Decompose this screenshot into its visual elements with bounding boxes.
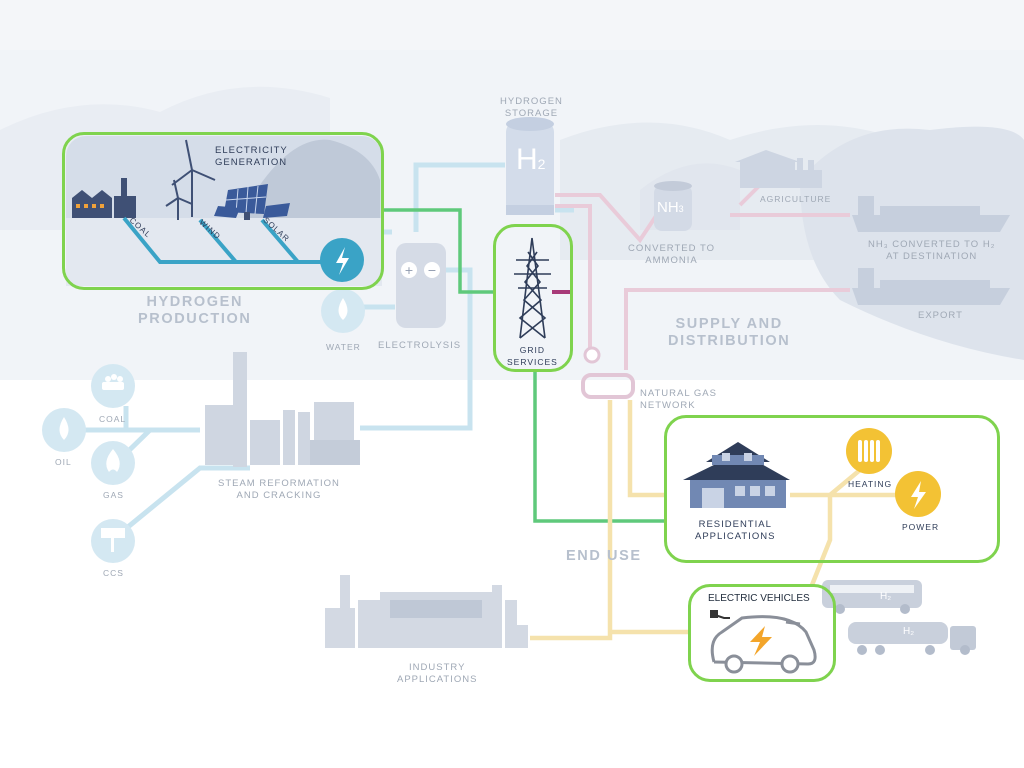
electric-vehicles-highlight[interactable] bbox=[688, 584, 836, 682]
ccs-source-icon bbox=[91, 519, 135, 563]
end-use-heading: END USE bbox=[566, 548, 642, 564]
water-label: WATER bbox=[326, 342, 361, 352]
truck-h2-label: H₂ bbox=[903, 626, 915, 637]
industry-applications-label: INDUSTRY APPLICATIONS bbox=[397, 662, 478, 685]
tanker-truck bbox=[848, 622, 976, 655]
bus bbox=[822, 580, 922, 614]
gas-pipes bbox=[530, 400, 900, 641]
grid-lines bbox=[384, 208, 665, 523]
ammonia-pipes bbox=[555, 183, 850, 370]
export-label: EXPORT bbox=[918, 310, 963, 321]
power-icon bbox=[895, 471, 941, 517]
electricity-generation-highlight[interactable] bbox=[62, 132, 384, 290]
steam-reformation-label: STEAM REFORMATION AND CRACKING bbox=[218, 478, 340, 501]
ccs-label: CCS bbox=[103, 568, 124, 578]
grid-services-label: GRID SERVICES bbox=[507, 345, 558, 367]
gas-source-icon bbox=[91, 441, 135, 485]
agriculture-label: AGRICULTURE bbox=[760, 194, 832, 204]
agriculture-barn bbox=[735, 150, 822, 188]
electricity-generation-label: ELECTRICITY GENERATION bbox=[215, 145, 288, 168]
hydrogen-storage-tank bbox=[506, 117, 554, 215]
svg-text:+: + bbox=[404, 264, 413, 277]
electric-vehicles-label: ELECTRIC VEHICLES bbox=[708, 593, 810, 604]
electricity-generation-scene bbox=[66, 136, 382, 286]
heating-icon bbox=[846, 428, 892, 474]
bus-h2-label: H₂ bbox=[880, 591, 892, 602]
nh3-converted-label: NH₃ CONVERTED TO H₂ AT DESTINATION bbox=[868, 239, 996, 262]
supply-distribution-heading: SUPPLY AND DISTRIBUTION bbox=[668, 316, 791, 349]
water-icon bbox=[321, 289, 365, 333]
hydrogen-production-heading: HYDROGEN PRODUCTION bbox=[138, 294, 252, 327]
hydrogen-storage-label: HYDROGEN STORAGE bbox=[500, 96, 563, 119]
coal-label: COAL bbox=[99, 414, 127, 424]
ship bbox=[852, 268, 1010, 305]
natural-gas-network-label: NATURAL GAS NETWORK bbox=[640, 388, 717, 411]
heating-label: HEATING bbox=[848, 479, 893, 489]
ammonia-tank bbox=[654, 181, 692, 231]
nh3-tank-symbol: NH3 bbox=[657, 199, 684, 216]
electric-car bbox=[710, 610, 817, 674]
gas-valve bbox=[581, 346, 635, 399]
residential-house bbox=[683, 442, 790, 508]
converted-to-ammonia-label: CONVERTED TO AMMONIA bbox=[628, 243, 715, 266]
grid-tower bbox=[514, 237, 551, 339]
gas-label: GAS bbox=[103, 490, 124, 500]
electrolysis-tank: + − bbox=[396, 243, 446, 328]
steam-reformation-plant bbox=[205, 352, 360, 467]
industry-plant bbox=[325, 575, 528, 648]
oil-source-icon bbox=[42, 408, 86, 452]
svg-text:−: − bbox=[427, 264, 436, 277]
electrolysis-label: ELECTROLYSIS bbox=[378, 340, 462, 351]
coal-source-icon bbox=[91, 364, 135, 408]
residential-applications-label: RESIDENTIAL APPLICATIONS bbox=[695, 519, 776, 542]
residential-applications-highlight[interactable] bbox=[664, 415, 1000, 563]
sky-band bbox=[0, 0, 1024, 50]
grid-services-highlight[interactable] bbox=[493, 224, 573, 372]
oil-label: OIL bbox=[55, 457, 72, 467]
power-label: POWER bbox=[902, 522, 940, 532]
h2-tank-symbol: H2 bbox=[516, 143, 546, 176]
ship bbox=[852, 196, 1010, 232]
